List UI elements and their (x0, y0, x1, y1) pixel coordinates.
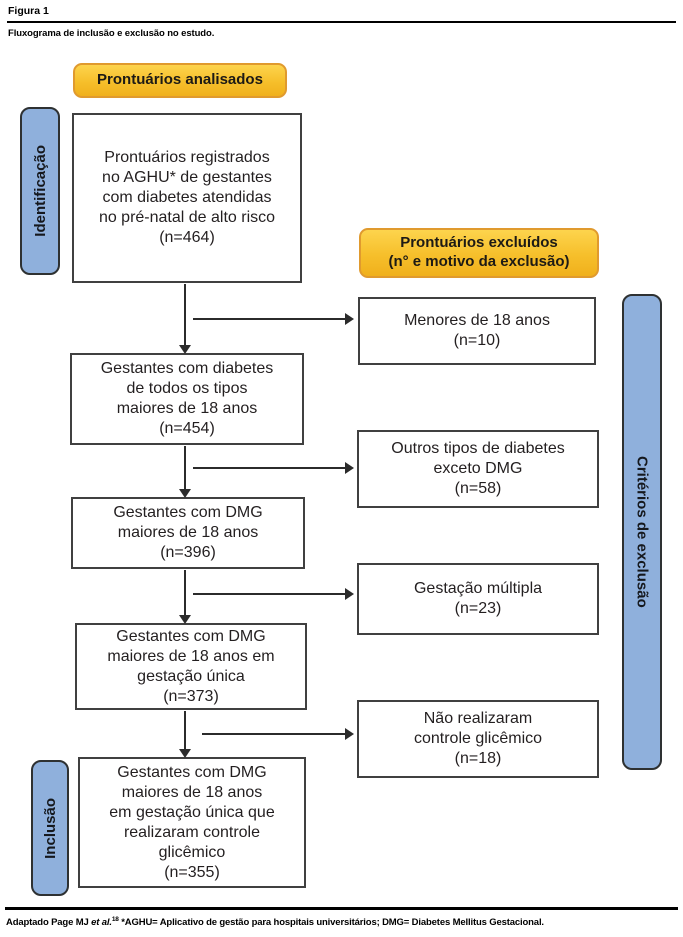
footer-etal: et al. (91, 917, 112, 928)
arrow-down-4-line (184, 711, 186, 749)
identification-pill-label: Identificação (31, 145, 49, 237)
flow-box-dmg: Gestantes com DMG maiores de 18 anos (n=… (71, 497, 305, 569)
arrow-branch-4-line (202, 733, 345, 735)
exclusion-criteria-pill: Critérios de exclusão (622, 294, 662, 770)
flow-box-dmg-single: Gestantes com DMG maiores de 18 anos em … (75, 623, 307, 710)
excluded-badge: Prontuários excluídos (n° e motivo da ex… (359, 228, 599, 278)
arrow-branch-1-line (193, 318, 345, 320)
arrow-branch-4-head (345, 728, 354, 740)
identification-pill: Identificação (20, 107, 60, 275)
arrow-down-2-line (184, 446, 186, 489)
arrow-down-1-head (179, 345, 191, 354)
arrow-branch-2-head (345, 462, 354, 474)
flow-box-included: Gestantes com DMG maiores de 18 anos em … (78, 757, 306, 888)
arrow-branch-2-line (193, 467, 345, 469)
footer-rule (5, 907, 678, 910)
footer-prefix: Adaptado Page MJ (6, 917, 92, 928)
arrow-down-3-head (179, 615, 191, 624)
inclusion-pill-label: Inclusão (41, 797, 59, 859)
arrow-down-2-head (179, 489, 191, 498)
figure-label: Figura 1 (8, 5, 49, 17)
inclusion-pill: Inclusão (31, 760, 69, 896)
exclusion-box-under-18: Menores de 18 anos (n=10) (358, 297, 596, 365)
arrow-down-4-head (179, 749, 191, 758)
footer-ref-superscript: 18 (111, 915, 119, 923)
arrow-branch-3-line (193, 593, 345, 595)
arrow-branch-1-head (345, 313, 354, 325)
exclusion-criteria-pill-label: Critérios de exclusão (633, 456, 651, 608)
arrow-down-3-line (184, 570, 186, 615)
arrow-down-1-line (184, 284, 186, 345)
footer-rest: *AGHU= Aplicativo de gestão para hospita… (118, 917, 544, 928)
exclusion-box-no-glycemic-control: Não realizaram controle glicêmico (n=18) (357, 700, 599, 778)
exclusion-box-multiple-pregnancy: Gestação múltipla (n=23) (357, 563, 599, 635)
header-rule (7, 21, 676, 23)
flow-box-all-diabetes: Gestantes com diabetes de todos os tipos… (70, 353, 304, 445)
arrow-branch-3-head (345, 588, 354, 600)
figure-caption: Fluxograma de inclusão e exclusão no est… (8, 28, 215, 39)
analyzed-badge: Prontuários analisados (73, 63, 287, 98)
flow-box-registered: Prontuários registrados no AGHU* de gest… (72, 113, 302, 283)
exclusion-box-other-diabetes: Outros tipos de diabetes exceto DMG (n=5… (357, 430, 599, 508)
footer-note: Adaptado Page MJ et al.18 *AGHU= Aplicat… (6, 915, 544, 928)
